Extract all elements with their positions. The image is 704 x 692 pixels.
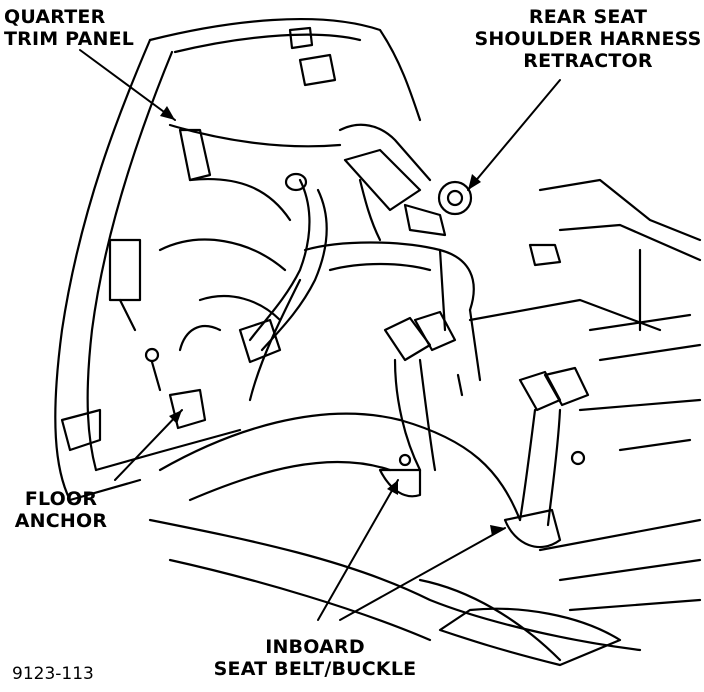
retractor-assembly [338,123,562,267]
label-quarter-trim-panel-line1: QUARTER [4,6,106,28]
shoulder-belt-webbing [238,172,328,364]
label-quarter-trim-panel: QUARTER TRIM PANEL [4,6,134,50]
leader-buckle-right [339,527,506,621]
label-floor-anchor-line2: ANCHOR [14,510,108,532]
leader-retractor [467,79,561,191]
leader-buckle-left [317,479,399,621]
leader-arrowheads [160,106,505,536]
leader-quarter-trim [79,49,176,121]
label-retractor-line2: SHOULDER HARNESS [474,28,702,50]
floor-anchor-bolt [144,324,464,430]
label-retractor: REAR SEAT SHOULDER HARNESS RETRACTOR [472,6,704,72]
seat-back-frame [248,241,482,402]
quarter-panel-outline [54,18,422,502]
floor-pan [148,412,702,667]
leader-lines [79,49,561,621]
label-quarter-trim-panel-line2: TRIM PANEL [4,28,135,50]
inboard-buckle-left [378,310,457,498]
right-side-body [468,178,702,452]
label-floor-anchor: FLOOR ANCHOR [6,488,116,532]
figure-number: 9123-113 [12,664,94,684]
label-inboard-buckle-line2: SEAT BELT/BUCKLE [213,658,417,680]
label-retractor-line1: REAR SEAT [528,6,648,28]
label-floor-anchor-line1: FLOOR [24,488,98,510]
label-inboard-buckle-line1: INBOARD [265,636,365,658]
quarter-trim-panel [158,26,342,322]
label-retractor-line3: RETRACTOR [523,50,653,72]
inboard-buckle-right [503,366,590,549]
label-inboard-buckle: INBOARD SEAT BELT/BUCKLE [210,636,420,680]
leader-floor-anchor [114,409,183,481]
